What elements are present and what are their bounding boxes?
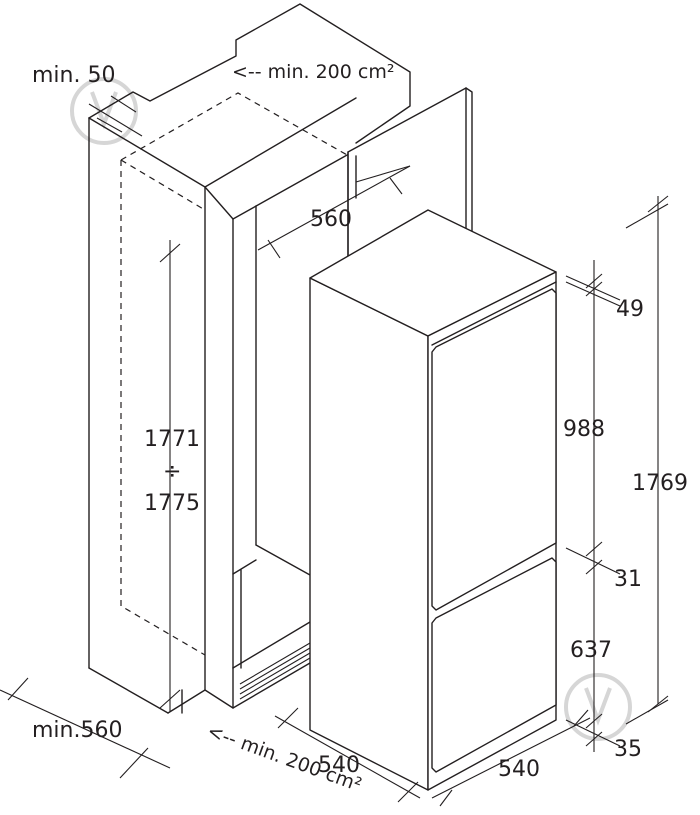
niche-depth-label: 560 [310,207,352,232]
bottom-gap-label: 35 [614,737,642,762]
dimension-lines [0,95,669,807]
fridge-depth-label: 540 [498,757,540,782]
cabinet-niche [88,3,411,714]
niche-height-max-label: 1775 [144,491,200,516]
total-height-label: 1769 [632,471,688,496]
upper-door-label: 988 [563,417,605,442]
niche-dashed-outline [120,92,357,656]
lower-door-label: 637 [570,638,612,663]
top-clearance-label: min. 50 [32,63,115,88]
top-gap-label: 49 [616,297,644,322]
door-gap-label: 31 [614,567,642,592]
niche-height-min-label: 1771 [144,427,200,452]
top-vent-label: <-- min. 200 cm² [232,61,394,83]
watermark-logo-icon [70,77,632,741]
fridge-unit [309,209,557,791]
fridge-width-label: 540 [318,753,360,778]
niche-height-sep-label: ÷ [163,459,181,484]
floor-depth-label: min.560 [32,718,122,743]
